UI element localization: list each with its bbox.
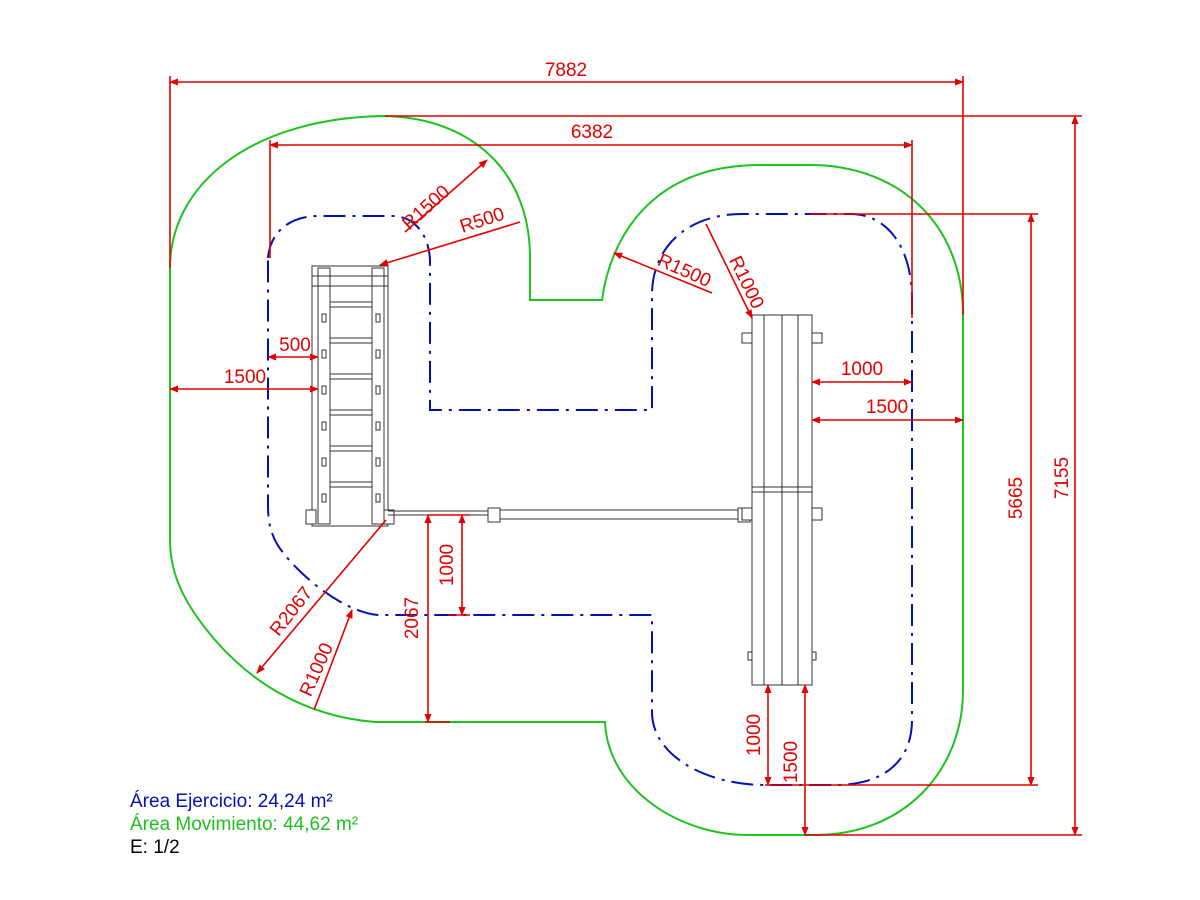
- dim-label-r500: R500: [457, 204, 507, 238]
- dim-label-right-1500: 1500: [866, 397, 908, 418]
- left-machine: [305, 265, 395, 527]
- dim-line-r500: [379, 221, 521, 267]
- dim-label-bottom-1500: 1500: [781, 741, 802, 783]
- dim-label-bottom-1000: 1000: [744, 714, 765, 756]
- dim-label-inner-width: 6382: [571, 122, 613, 143]
- dim-label-r1000-bottom-left: R1000: [296, 640, 338, 700]
- movement-area-label: Área Movimiento: 44,62 m²: [130, 814, 359, 835]
- legend: Área Ejercicio: 24,24 m² Área Movimiento…: [130, 790, 358, 859]
- dim-label-right-height: 5665: [1006, 477, 1027, 519]
- dim-line-r1500-top-left: [404, 159, 488, 233]
- dim-label-overall-height: 7155: [1052, 457, 1073, 499]
- right-machine: [741, 314, 823, 686]
- scale-label: E: 1/2: [130, 837, 180, 858]
- dim-line-r1500-top-right: [613, 252, 713, 294]
- dim-label-r1500-top-right: R1500: [654, 250, 714, 292]
- dim-label-r1500-top-left: R1500: [398, 181, 454, 234]
- dim-label-left-500: 500: [279, 335, 311, 356]
- dim-line-r1000-top-right: [705, 223, 753, 319]
- dim-label-mid-2067: 2067: [402, 597, 423, 639]
- dim-label-r1000-top-right: R1000: [724, 253, 767, 313]
- dim-line-r1000-bottom-left: [313, 609, 353, 711]
- dim-label-overall-width: 7882: [545, 60, 587, 81]
- movement-area-outline: [169, 114, 964, 836]
- dim-label-mid-1000: 1000: [437, 544, 458, 586]
- dim-label-left-1500: 1500: [224, 367, 266, 388]
- exercise-area-label: Área Ejercicio: 24,24 m²: [130, 791, 333, 812]
- exercise-area-outline-left: [267, 213, 913, 786]
- dim-line-r2067: [256, 519, 387, 674]
- dim-label-right-1000: 1000: [841, 359, 883, 380]
